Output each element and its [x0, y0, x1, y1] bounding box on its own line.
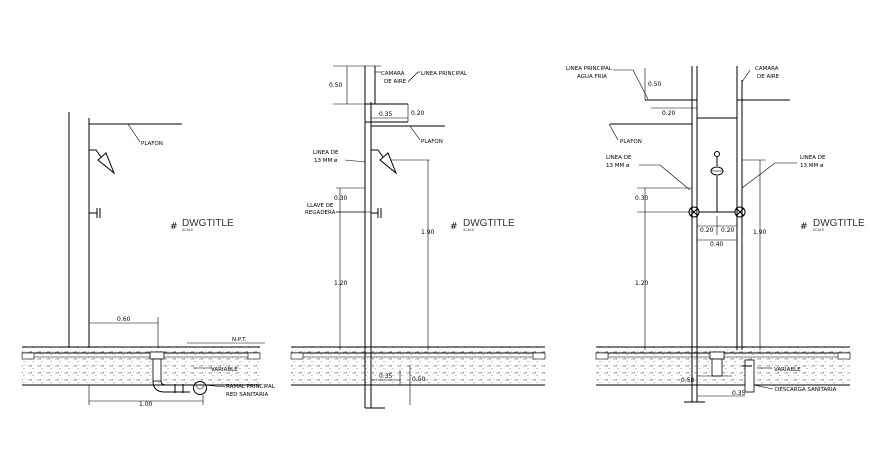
dim-020b: 0.20 [721, 227, 735, 234]
red-label: RED SANITARIA [226, 392, 269, 398]
hash-icon-2: # [450, 222, 458, 232]
valve-icon-2 [371, 208, 382, 218]
dim-060: 0.60 [117, 316, 131, 323]
dim-040: 0.40 [710, 241, 724, 248]
variable-label-3: VARIABLE [774, 367, 801, 373]
shower-head-icon [89, 149, 116, 175]
llave-de-label: LLAVE DE [307, 203, 334, 209]
dim-050-3: 0.50 [648, 81, 662, 88]
plafon-label-2: PLAFON [421, 139, 443, 145]
detail-2: 0.50 CAMARA DE AIRE LINEA PRINCIPAL 0.35… [290, 65, 546, 409]
dim-100: 1.00 [139, 401, 153, 408]
plafon-label-3: PLAFON [620, 139, 642, 145]
linea-principal-label-3: LINEA PRINCIPAL [566, 66, 613, 72]
dwg-title-2: DWGTITLE [463, 218, 515, 229]
valve-icon [89, 208, 101, 218]
agua-fria-label: AGUA FRIA [577, 74, 607, 80]
dim-050: 0.50 [329, 82, 343, 89]
dim-058: 0.58 [681, 377, 695, 384]
dim-030: 0.30 [334, 195, 348, 202]
dim-120-3: 1.20 [635, 280, 649, 287]
hash-icon-3: # [800, 222, 808, 232]
dim-035b: 0.35 [379, 373, 393, 380]
hash-icon: # [170, 222, 178, 232]
mm13-right: 13 MM ø [800, 163, 824, 169]
variable-label: VARIABLE [211, 367, 238, 373]
linea-principal-label: LINEA PRINCIPAL [421, 71, 468, 77]
linea-de-left: LINEA DE [606, 155, 632, 161]
dim-020-3: 0.20 [662, 110, 676, 117]
detail-1: PLAFON # DWGTITLE SCALE 0.60 N.P.T. [21, 112, 276, 408]
drain-pipe [149, 351, 207, 395]
plafon-label: PLAFON [141, 141, 163, 147]
dwg-title-3: DWGTITLE [813, 218, 865, 229]
dim-050b: 0.50 [412, 376, 426, 383]
dim-190: 1.90 [421, 229, 435, 236]
dwg-title: DWGTITLE [182, 218, 234, 229]
linea-de-right: LINEA DE [800, 155, 826, 161]
dim-120: 1.20 [334, 280, 348, 287]
scale-label-2: SCALE [463, 228, 474, 232]
mm13-label: 13 MM ø [314, 158, 338, 164]
camara-label-3: CAMARA [755, 66, 779, 72]
dim-030-3: 0.30 [635, 195, 649, 202]
scale-label: SCALE [182, 228, 193, 232]
dim-020: 0.20 [411, 110, 425, 117]
floor-slab [21, 346, 261, 386]
npt-label: N.P.T. [232, 337, 247, 343]
dim-035-3: 0.35 [732, 390, 746, 397]
de-aire-label: DE AIRE [384, 79, 407, 85]
descarga-label: DESCARGA SANITARIA [775, 387, 837, 393]
camara-label: CAMARA [381, 71, 405, 77]
ramal-label: RAMAL PRINCIPAL [226, 384, 276, 390]
shower-head-icon-3 [710, 151, 724, 176]
shower-head-icon-2 [371, 149, 398, 175]
scale-label-3: SCALE [813, 228, 824, 232]
dim-035a: 0.35 [379, 111, 393, 118]
mm13-left: 13 MM ø [606, 163, 630, 169]
dim-020a: 0.20 [700, 227, 714, 234]
dim-190-3: 1.90 [753, 229, 767, 236]
floor-slab-2 [290, 346, 546, 386]
detail-3: 0.50 0.20 LINEA PRINCIPAL AGUA FRIA CAMA… [566, 66, 865, 403]
drain-pipe-3 [709, 351, 755, 393]
de-aire-label-3: DE AIRE [757, 74, 780, 80]
linea-de-label: LINEA DE [313, 150, 339, 156]
regadera-label: REGADERA [305, 210, 336, 216]
